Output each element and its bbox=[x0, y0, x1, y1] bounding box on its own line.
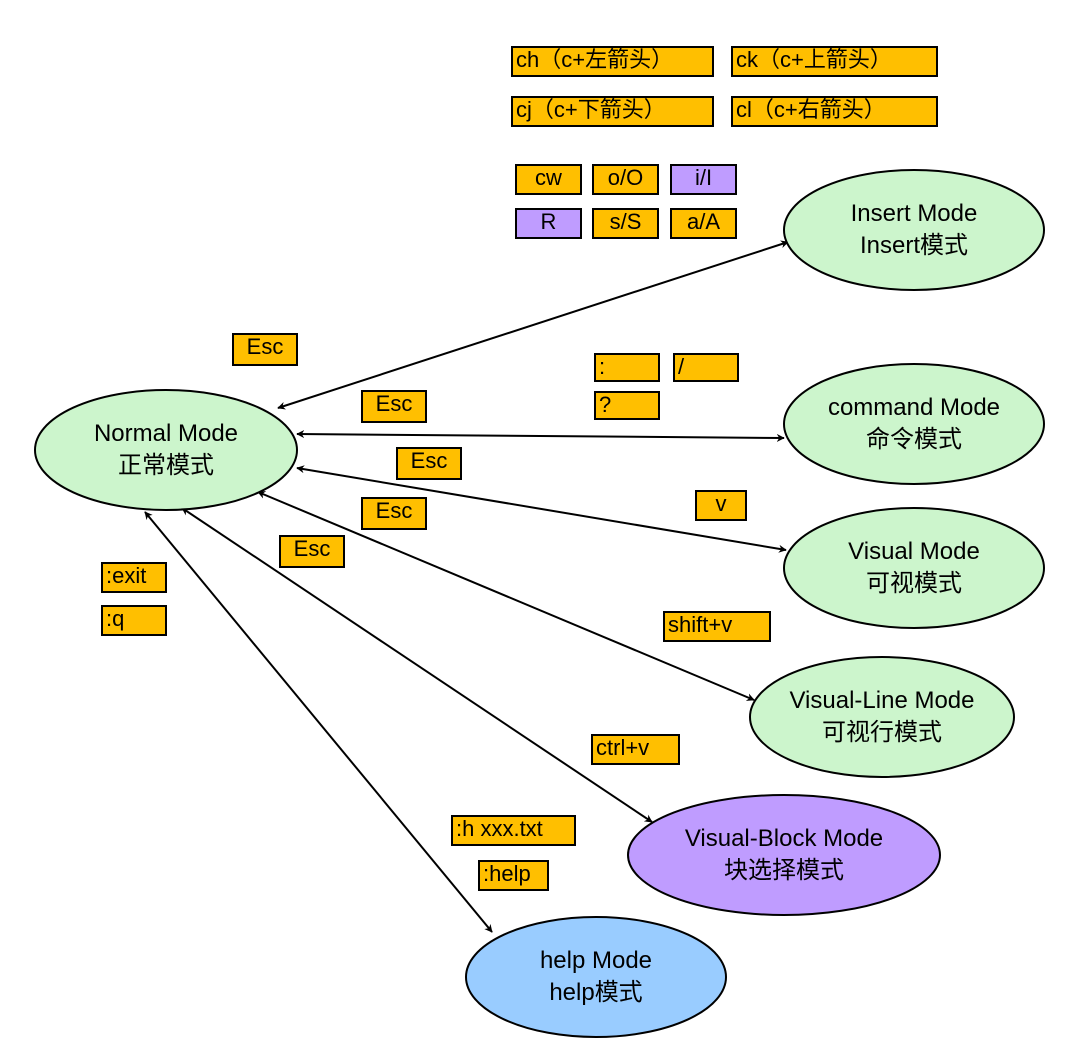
key-exit: :exit bbox=[101, 562, 167, 593]
visual-block-mode-node bbox=[627, 794, 941, 916]
edge-normal-visual-line bbox=[257, 491, 755, 701]
insert-mode-zh: Insert模式 bbox=[859, 232, 969, 259]
visual-mode-en: Visual Mode bbox=[848, 538, 980, 565]
visual-block-mode-zh: 块选择模式 bbox=[724, 857, 844, 884]
command-mode-en: command Mode bbox=[827, 394, 1001, 421]
key-question: ? bbox=[594, 391, 660, 420]
normal-mode-label: Normal Mode 正常模式 bbox=[35, 400, 297, 500]
help-mode-zh: help模式 bbox=[549, 979, 643, 1006]
edge-normal-command bbox=[296, 430, 785, 442]
edge-normal-help bbox=[144, 511, 493, 933]
visual-mode-zh: 可视模式 bbox=[866, 570, 962, 597]
help-mode-node bbox=[465, 916, 727, 1038]
key-v: v bbox=[695, 490, 747, 521]
key-shift-v: shift+v bbox=[663, 611, 771, 642]
command-mode-label: command Mode 命令模式 bbox=[784, 374, 1044, 474]
key-cw: cw bbox=[515, 164, 582, 195]
visual-mode-label: Visual Mode 可视模式 bbox=[784, 518, 1044, 618]
command-mode-node bbox=[783, 363, 1045, 485]
key-colon: : bbox=[594, 353, 660, 382]
esc-visual-line: Esc bbox=[361, 497, 427, 530]
key-ch: ch（c+左箭头） bbox=[511, 46, 714, 77]
key-s: s/S bbox=[592, 208, 659, 239]
edge-normal-insert bbox=[277, 240, 789, 410]
visual-line-mode-label: Visual-Line Mode 可视行模式 bbox=[750, 667, 1014, 767]
esc-command: Esc bbox=[361, 390, 427, 423]
visual-block-mode-label: Visual-Block Mode 块选择模式 bbox=[628, 805, 940, 905]
esc-insert: Esc bbox=[232, 333, 298, 366]
visual-line-mode-node bbox=[749, 656, 1015, 778]
key-i: i/I bbox=[670, 164, 737, 195]
normal-mode-zh: 正常模式 bbox=[118, 452, 214, 479]
key-cl: cl（c+右箭头） bbox=[731, 96, 938, 127]
esc-visual-block: Esc bbox=[279, 535, 345, 568]
key-o: o/O bbox=[592, 164, 659, 195]
visual-block-mode-en: Visual-Block Mode bbox=[684, 825, 884, 852]
help-mode-en: help Mode bbox=[539, 947, 653, 974]
insert-mode-label: Insert Mode Insert模式 bbox=[784, 180, 1044, 280]
command-mode-zh: 命令模式 bbox=[866, 426, 962, 453]
key-ck: ck（c+上箭头） bbox=[731, 46, 938, 77]
key-q: :q bbox=[101, 605, 167, 636]
key-h-file: :h xxx.txt bbox=[451, 815, 576, 846]
insert-mode-en: Insert Mode bbox=[850, 200, 978, 227]
normal-mode-node bbox=[34, 389, 298, 511]
esc-visual: Esc bbox=[396, 447, 462, 480]
help-mode-label: help Mode help模式 bbox=[466, 927, 726, 1027]
edge-normal-visual-block bbox=[181, 507, 653, 823]
visual-line-mode-zh: 可视行模式 bbox=[822, 719, 942, 746]
insert-mode-node bbox=[783, 169, 1045, 291]
key-R: R bbox=[515, 208, 582, 239]
visual-mode-node bbox=[783, 507, 1045, 629]
key-help: :help bbox=[478, 860, 549, 891]
key-slash: / bbox=[673, 353, 739, 382]
key-a: a/A bbox=[670, 208, 737, 239]
key-cj: cj（c+下箭头） bbox=[511, 96, 714, 127]
key-ctrl-v: ctrl+v bbox=[591, 734, 680, 765]
normal-mode-en: Normal Mode bbox=[93, 420, 239, 447]
visual-line-mode-en: Visual-Line Mode bbox=[789, 687, 975, 714]
